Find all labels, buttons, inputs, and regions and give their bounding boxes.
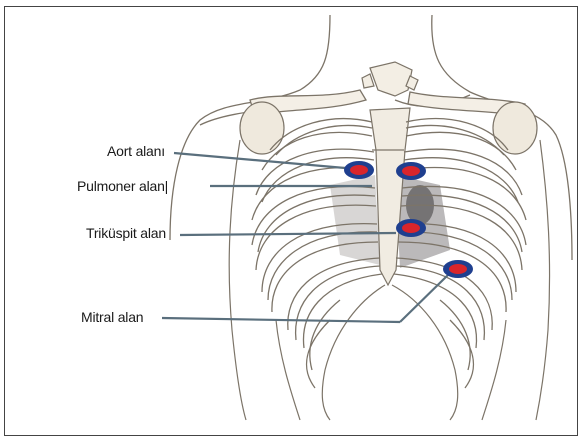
label-pulmonary-area: Pulmoner alan| <box>77 178 168 194</box>
cervical-vertebra <box>362 62 418 96</box>
label-tricuspid-area: Triküspit alan <box>86 225 166 241</box>
label-aort-area: Aort alanı <box>107 143 165 159</box>
leader-line-mitral <box>162 318 400 322</box>
auscultation-point-icon <box>396 219 426 237</box>
label-mitral-area: Mitral alan <box>81 309 143 325</box>
auscultation-point-icon <box>344 161 374 179</box>
thorax-illustration <box>0 0 585 425</box>
auscultation-point-icon <box>396 162 426 180</box>
auscultation-point-icon <box>443 260 473 278</box>
